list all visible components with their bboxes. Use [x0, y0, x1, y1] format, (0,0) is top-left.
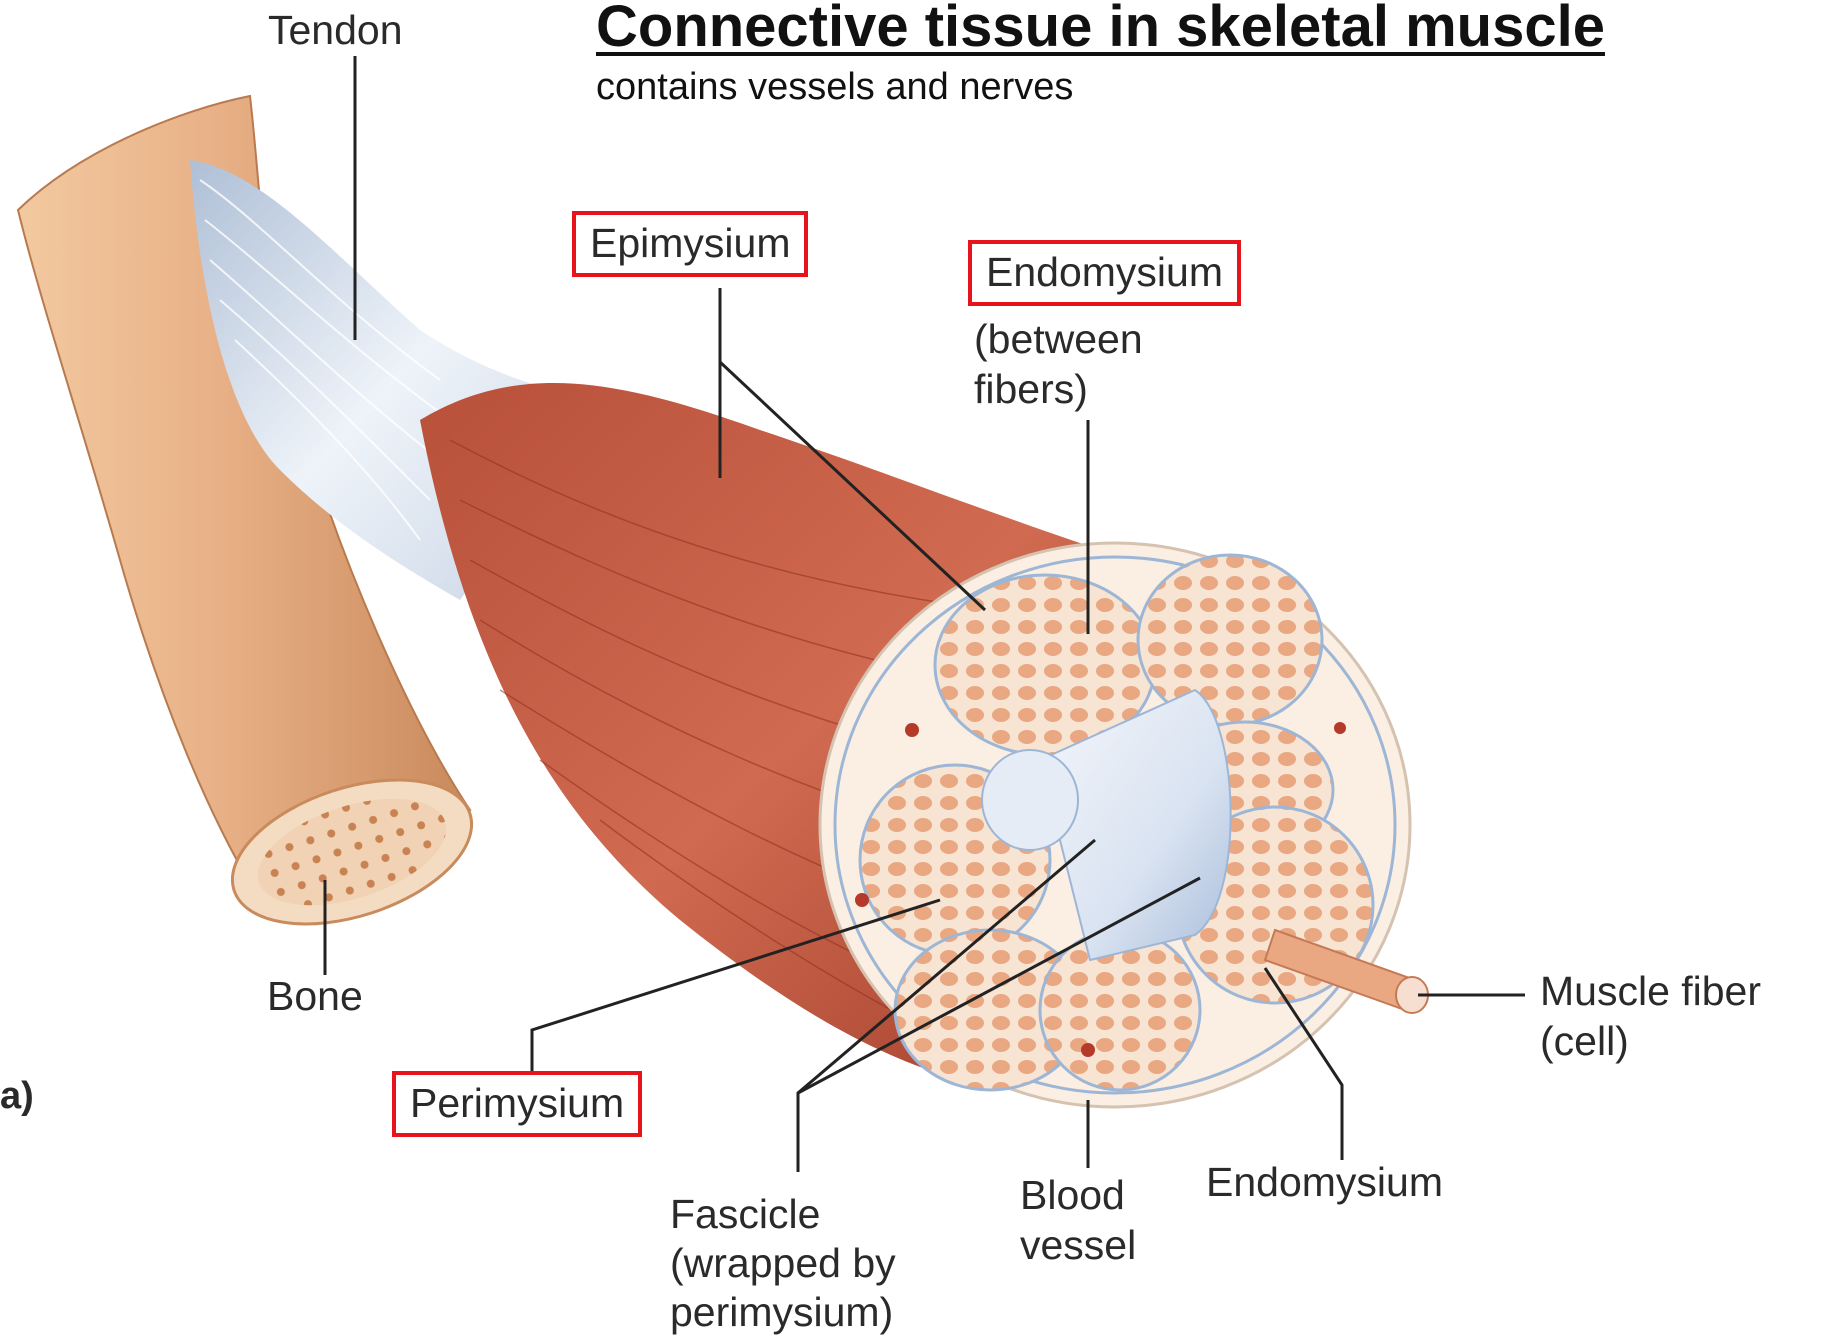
- label-tendon: Tendon: [268, 6, 403, 54]
- page-title: Connective tissue in skeletal muscle: [596, 0, 1605, 60]
- label-muscle-fiber: Muscle fiber (cell): [1540, 966, 1761, 1066]
- label-endomysium-bottom: Endomysium: [1206, 1158, 1443, 1206]
- label-blood-vessel: Blood vessel: [1020, 1170, 1136, 1270]
- label-bone: Bone: [267, 972, 363, 1020]
- label-fascicle: Fascicle (wrapped by perimysium): [670, 1190, 896, 1337]
- label-epimysium: Epimysium: [572, 211, 808, 277]
- label-endomysium-note: (between fibers): [974, 314, 1143, 414]
- label-perimysium: Perimysium: [392, 1071, 642, 1137]
- label-endomysium-top: Endomysium: [968, 240, 1241, 306]
- panel-letter: a): [0, 1072, 34, 1120]
- muscle-cross-section: [820, 543, 1428, 1107]
- page-subtitle: contains vessels and nerves: [596, 64, 1073, 110]
